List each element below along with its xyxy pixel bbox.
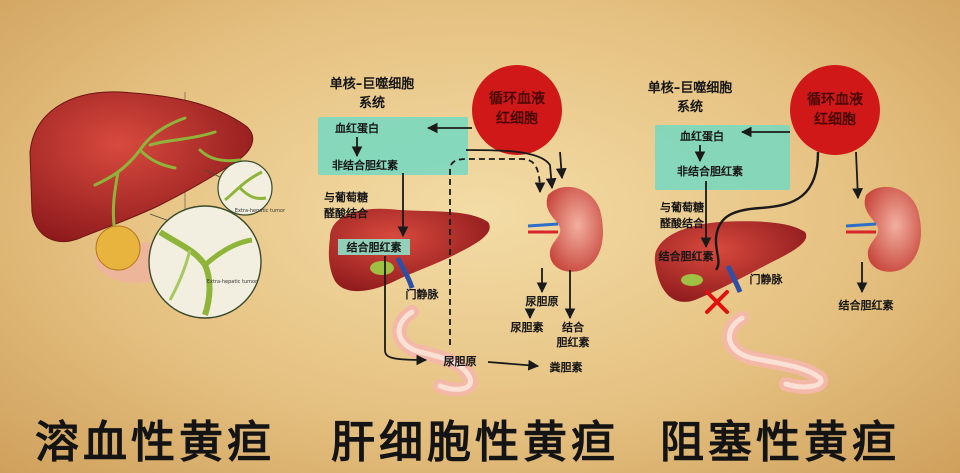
hepatocellular-jaundice-title: 肝细胞性黄疸 [331,417,619,468]
magnifier-large: Extra-hepatic tumor [148,205,262,319]
gallbladder-shape [95,225,141,271]
glucuronide-label-line1: 与葡萄糖 [660,200,704,214]
conjugated-urine-label-line1: 结合 [561,320,585,334]
hemoglobin-label: 血红蛋白 [680,129,724,143]
mps-label-line2: 系统 [359,95,385,111]
kidney-shape [845,186,921,272]
kidney-shape [527,186,603,272]
conjugated-bilirubin-label: 结合胆红素 [658,249,714,263]
mps-label-line2: 系统 [677,99,703,115]
urobilin-label: 尿胆素 [511,320,544,334]
unconjugated-bilirubin-label: 非结合胆红素 [332,158,398,172]
conjugated-bilirubin-label: 结合胆红素 [346,240,402,254]
glucuronide-label-line2: 醛酸结合 [324,206,369,220]
conjugated-urine-label: 结合胆红素 [838,298,894,312]
hemolytic-panel: Extra-hepatic tumor Extra-hepatic tumor [29,91,286,319]
portal-vein-vessel [395,257,415,289]
hepatocellular-panel: 单核–巨噬细胞 系统 循环血液 红细胞 血红蛋白 非结合胆红素 与葡萄糖 醛酸结… [318,65,603,397]
blockage-x-mark [705,290,729,314]
conjugated-urine-label-line2: 胆红素 [557,335,590,349]
glucuronide-label-line1: 与葡萄糖 [324,190,368,204]
pointer-line [204,169,223,179]
conjugated-highlight [338,239,410,255]
urobilinogen-intestine-label: 尿胆原 [444,355,477,368]
bile-ducts [93,116,242,227]
mps-label-line1: 单核–巨噬细胞 [330,76,415,92]
rbc-label-line2: 红细胞 [814,111,856,128]
rbc-circle [790,65,880,155]
flow-arrows [694,126,868,294]
mps-label-line1: 单核–巨噬细胞 [648,80,733,96]
glucuronide-label-line2: 醛酸结合 [660,216,705,230]
portal-vein-label: 门静脉 [406,287,440,301]
flow-arrows [351,122,576,371]
inset-lower-label: Extra-hepatic tumor [207,279,258,285]
portal-vein-vessel [725,264,743,293]
intestine-shape [392,305,478,397]
rbc-circle [472,65,562,155]
hemolytic-jaundice-title: 溶血性黄疸 [35,417,275,468]
rbc-label-line1: 循环血液 [489,90,546,107]
obstructive-jaundice-title: 阻塞性黄疸 [660,417,900,468]
urobilinogen-kidney-label: 尿胆原 [526,295,559,308]
inset-upper-label: Extra-hepatic tumor [235,208,286,214]
magnifier-small: Extra-hepatic tumor [217,160,286,216]
unconjugated-bilirubin-label: 非结合胆红素 [677,164,743,178]
hemoglobin-label: 血红蛋白 [335,121,379,135]
rbc-label-line1: 循环血液 [807,91,864,108]
gallbladder-shape [370,261,394,275]
gallbladder-shape [681,274,703,286]
obstructive-panel: 单核–巨噬细胞 系统 循环血液 红细胞 血红蛋白 非结合胆红素 与葡萄糖 醛酸结… [648,65,921,394]
stercobilin-label: 粪胆素 [550,360,583,374]
rbc-label-line2: 红细胞 [496,110,538,127]
mps-system-box [655,125,790,190]
intestine-shape [722,311,829,394]
portal-vein-label: 门静脉 [750,272,784,286]
